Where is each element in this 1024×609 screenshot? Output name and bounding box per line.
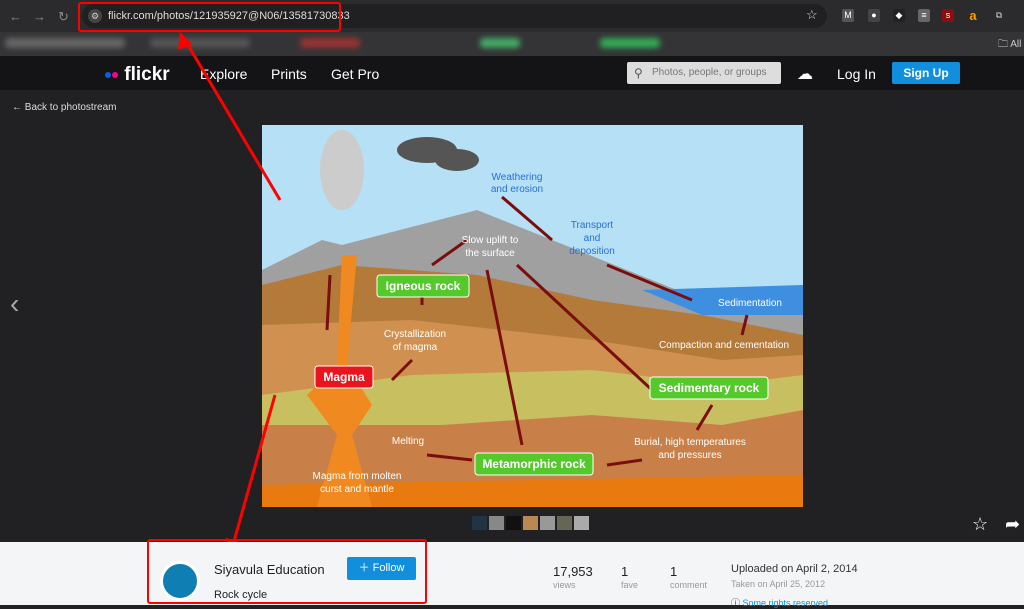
thumbnail[interactable]: [506, 516, 521, 530]
label-uplift-2: the surface: [465, 248, 515, 259]
site-header: [0, 56, 1024, 90]
nav-explore[interactable]: Explore: [200, 66, 248, 82]
share-arrow-icon[interactable]: ➦: [1005, 514, 1021, 534]
back-nav-icon[interactable]: ←: [9, 9, 22, 24]
extensions-puzzle-icon[interactable]: ⧉: [995, 10, 1003, 20]
label-transport-3: deposition: [569, 246, 615, 257]
search-icon: ⚲: [634, 66, 643, 80]
site-info-icon[interactable]: ⚙: [88, 9, 102, 23]
label-burial: Burial, high temperatures: [634, 437, 746, 448]
nav-get-pro[interactable]: Get Pro: [331, 66, 380, 82]
license-icon: ⓘ: [731, 598, 741, 608]
owner-avatar[interactable]: [160, 561, 200, 601]
label-weathering: Weathering: [492, 172, 543, 183]
search-input[interactable]: ⚲Photos, people, or groups: [627, 62, 781, 84]
bookmark-star-icon[interactable]: ☆: [806, 7, 818, 22]
photo-title: Rock cycle: [214, 589, 268, 601]
label-magma-from-2: curst and mantle: [320, 484, 394, 495]
previous-photo-chevron-icon[interactable]: ‹: [10, 288, 20, 319]
thumbnail[interactable]: [574, 516, 589, 530]
label-weathering-2: and erosion: [491, 184, 543, 195]
plus-icon: ＋: [358, 562, 370, 574]
thumbnail[interactable]: [489, 516, 504, 530]
extension-icon[interactable]: ≡: [918, 9, 930, 22]
box-metamorphic-rock: Metamorphic rock: [482, 457, 586, 471]
extension-icon[interactable]: ◆: [893, 9, 905, 22]
label-uplift: Slow uplift to: [462, 235, 519, 246]
thumbnail[interactable]: [557, 516, 572, 530]
annotation-box: [78, 2, 341, 32]
url-text: flickr.com/photos/121935927@N06/13581730…: [108, 10, 350, 22]
folder-icon: 🗀: [998, 39, 1008, 50]
owner-name[interactable]: Siyavula Education: [214, 562, 325, 577]
all-bookmarks[interactable]: 🗀 All: [998, 39, 1022, 50]
label-transport-2: and: [584, 233, 601, 244]
thumbnail[interactable]: [540, 516, 555, 530]
fave-star-icon[interactable]: ☆: [972, 514, 989, 534]
label-compaction: Compaction and cementation: [659, 340, 789, 351]
login-link[interactable]: Log In: [837, 66, 876, 82]
label-melting: Melting: [392, 436, 424, 447]
extension-s-icon[interactable]: s: [942, 9, 954, 22]
box-igneous-rock: Igneous rock: [386, 279, 461, 293]
uploaded-date: Uploaded on April 2, 2014: [731, 563, 858, 575]
signup-button[interactable]: Sign Up: [892, 62, 960, 84]
taken-date: Taken on April 25, 2012: [731, 579, 826, 589]
upload-cloud-icon[interactable]: ☁: [797, 66, 813, 83]
flickr-logo[interactable]: flickr: [105, 64, 170, 86]
amazon-extension-icon[interactable]: a: [969, 8, 977, 23]
back-to-photostream[interactable]: ← Back to photostream: [12, 102, 117, 113]
license-link[interactable]: ⓘ Some rights reserved: [731, 598, 829, 608]
thumbnail[interactable]: [523, 516, 538, 530]
photostream-thumbnails: [472, 516, 589, 530]
extension-m-icon[interactable]: M: [842, 9, 854, 22]
rock-cycle-photo: Weathering and erosion Transport and dep…: [262, 125, 803, 507]
box-sedimentary-rock: Sedimentary rock: [659, 381, 760, 395]
label-crystallization-2: of magma: [393, 342, 438, 353]
label-transport: Transport: [571, 220, 614, 231]
browser-chrome: ← → ↻ ⚙ flickr.com/photos/121935927@N06/1…: [0, 0, 1024, 56]
extension-icon[interactable]: ●: [868, 9, 880, 22]
label-magma-from: Magma from molten: [313, 471, 402, 482]
forward-nav-icon[interactable]: →: [33, 9, 46, 24]
annotation-box: [147, 539, 427, 604]
arrow-left-icon: ←: [12, 102, 22, 113]
thumbnail[interactable]: [472, 516, 487, 530]
label-crystallization: Crystallization: [384, 329, 446, 340]
reload-icon[interactable]: ↻: [58, 9, 69, 24]
address-bar[interactable]: ⚙ flickr.com/photos/121935927@N06/1358173…: [82, 4, 827, 28]
nav-prints[interactable]: Prints: [271, 66, 307, 82]
label-burial-2: and pressures: [658, 450, 721, 461]
follow-button[interactable]: ＋ Follow: [347, 557, 416, 580]
box-magma: Magma: [323, 370, 365, 384]
label-sedimentation: Sedimentation: [718, 298, 782, 309]
